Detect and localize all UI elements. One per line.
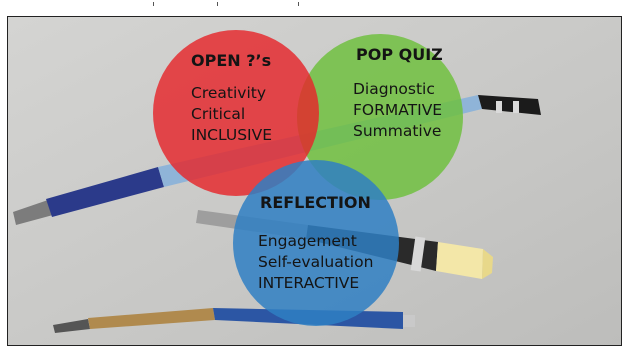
pop-quiz-list: Diagnostic FORMATIVE Summative: [353, 79, 442, 142]
pop-quiz-title: POP QUIZ: [356, 45, 443, 64]
reflection-title: REFLECTION: [260, 193, 371, 212]
list-item: Summative: [353, 122, 442, 140]
venn-circle-popquiz: [297, 34, 463, 200]
venn-circle-open: [153, 30, 319, 196]
venn-circle-reflection: [233, 160, 399, 326]
reflection-list: Engagement Self-evaluation INTERACTIVE: [258, 231, 373, 294]
venn-diagram: [153, 30, 463, 326]
open-questions-title: OPEN ?’s: [191, 51, 272, 70]
list-item: Creativity: [191, 84, 267, 102]
slide-mark-tick: [298, 2, 299, 6]
list-item: INTERACTIVE: [258, 274, 360, 292]
slide-mark-tick: [217, 2, 218, 6]
list-item: Engagement: [258, 232, 357, 250]
list-item: FORMATIVE: [353, 101, 443, 119]
slide-mark-tick: [153, 2, 154, 6]
list-item: Critical: [191, 105, 246, 123]
list-item: INCLUSIVE: [191, 126, 273, 144]
open-questions-list: Creativity Critical INCLUSIVE: [191, 83, 272, 146]
list-item: Self-evaluation: [258, 253, 374, 271]
slide-frame: OPEN ?’s Creativity Critical INCLUSIVE P…: [7, 16, 622, 346]
list-item: Diagnostic: [353, 80, 435, 98]
